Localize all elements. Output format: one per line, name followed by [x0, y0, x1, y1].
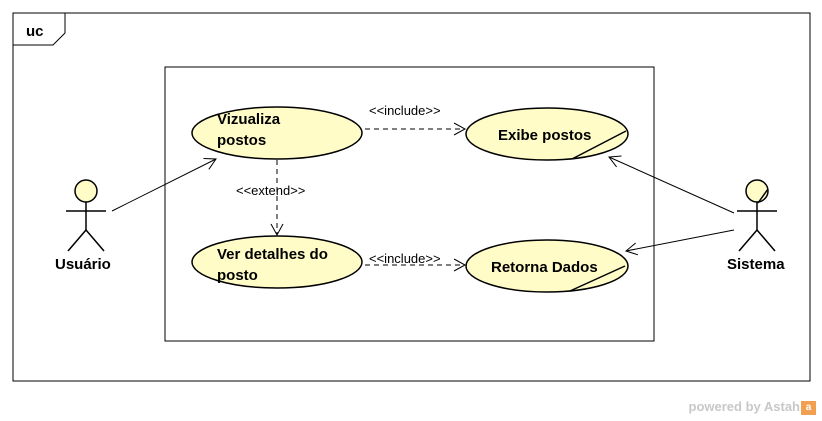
- usecase-vizualiza-postos[interactable]: Vizualiza postos: [191, 106, 363, 160]
- actor-usuario-name: Usuário: [55, 256, 111, 273]
- extend-label: <<extend>>: [236, 183, 305, 198]
- frame-tag: uc: [26, 23, 44, 40]
- usecase-ver-detalhes-line2: posto: [217, 267, 258, 284]
- watermark-text: powered by Astah: [688, 399, 800, 414]
- usecase-exibe-label: Exibe postos: [498, 127, 591, 144]
- usecase-exibe-postos[interactable]: Exibe postos: [465, 107, 629, 161]
- usecase-retorna-dados[interactable]: Retorna Dados: [465, 239, 629, 293]
- usecase-vizualiza-line2: postos: [217, 132, 266, 149]
- actor-sistema-name: Sistema: [727, 256, 785, 273]
- astah-logo-icon: a: [801, 400, 816, 415]
- assoc-sistema-retorna: [624, 229, 735, 256]
- usecase-vizualiza-line1: Vizualiza: [217, 111, 281, 128]
- usecase-ver-detalhes[interactable]: Ver detalhes do posto: [191, 235, 363, 289]
- actor-sistema[interactable]: [737, 179, 777, 252]
- usecase-ver-detalhes-line1: Ver detalhes do: [217, 246, 328, 263]
- assoc-sistema-exibe: [608, 155, 735, 214]
- assoc-usuario-vizualiza: [111, 158, 217, 212]
- include-bottom-label: <<include>>: [369, 251, 441, 266]
- usecase-retorna-label: Retorna Dados: [491, 259, 598, 276]
- actor-usuario[interactable]: [66, 179, 106, 252]
- frame-tag-box: [13, 13, 66, 46]
- include-top-label: <<include>>: [369, 103, 441, 118]
